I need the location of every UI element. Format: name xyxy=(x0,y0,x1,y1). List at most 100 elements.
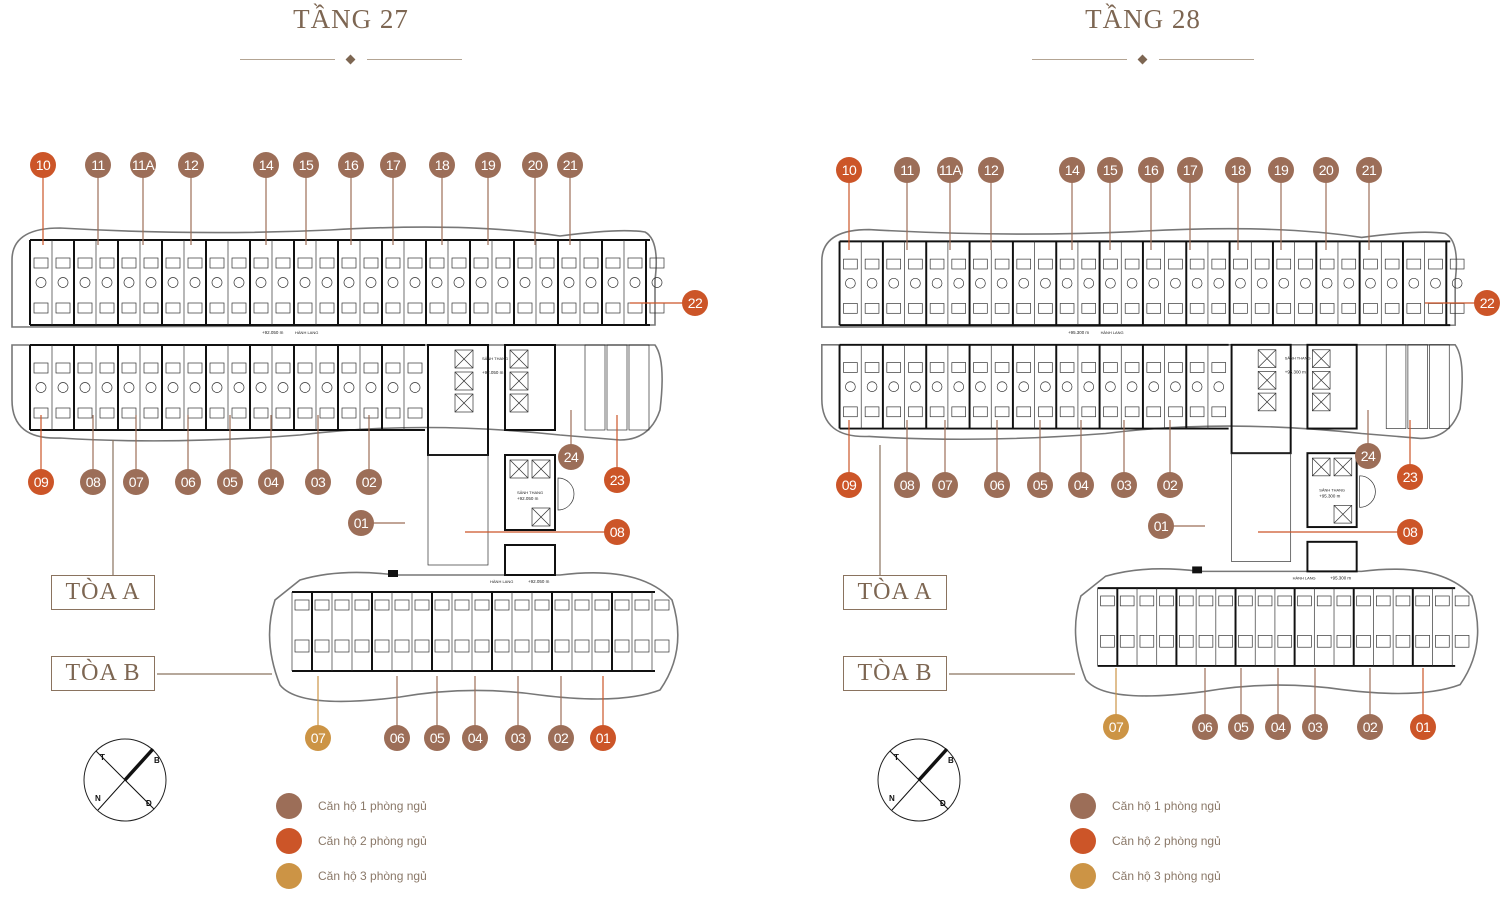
unit-marker-01[interactable]: 01 xyxy=(348,510,374,536)
unit-marker-17[interactable]: 17 xyxy=(380,152,406,178)
unit-marker-01[interactable]: 01 xyxy=(590,725,616,751)
compass-south-label: N xyxy=(95,794,101,803)
unit-marker-22[interactable]: 22 xyxy=(682,290,708,316)
unit-marker-19[interactable]: 19 xyxy=(475,152,501,178)
unit-marker-03[interactable]: 03 xyxy=(505,725,531,751)
unit-marker-23[interactable]: 23 xyxy=(1397,464,1423,490)
tower-a-north-wing xyxy=(11,226,658,328)
elevation-label-north: +95.300 m xyxy=(1068,330,1089,335)
unit-marker-02[interactable]: 02 xyxy=(548,725,574,751)
legend-item: Căn hộ 2 phòng ngủ xyxy=(1070,828,1221,854)
unit-marker-08[interactable]: 08 xyxy=(80,469,106,495)
unit-marker-09[interactable]: 09 xyxy=(836,472,862,498)
legend-item: Căn hộ 1 phòng ngủ xyxy=(276,793,427,819)
legend-label: Căn hộ 3 phòng ngủ xyxy=(318,869,427,883)
legend-swatch xyxy=(276,863,302,889)
unit-marker-11A[interactable]: 11A xyxy=(130,152,156,178)
unit-marker-14[interactable]: 14 xyxy=(253,152,279,178)
corridor-label-north: HÀNH LANG xyxy=(295,330,318,335)
legend-label: Căn hộ 2 phòng ngủ xyxy=(1112,834,1221,848)
unit-marker-09[interactable]: 09 xyxy=(28,469,54,495)
unit-marker-02[interactable]: 02 xyxy=(356,469,382,495)
compass-icon xyxy=(877,738,961,822)
divider xyxy=(1032,59,1127,60)
corridor-label-south: HÀNH LANG xyxy=(1293,575,1316,580)
legend-swatch xyxy=(1070,863,1096,889)
unit-marker-03[interactable]: 03 xyxy=(305,469,331,495)
unit-marker-08[interactable]: 08 xyxy=(604,519,630,545)
unit-marker-15[interactable]: 15 xyxy=(293,152,319,178)
unit-marker-21[interactable]: 21 xyxy=(1356,157,1382,183)
unit-marker-04[interactable]: 04 xyxy=(258,469,284,495)
corridor-label-south: HÀNH LANG xyxy=(490,579,513,584)
unit-marker-17[interactable]: 17 xyxy=(1177,157,1203,183)
unit-marker-05[interactable]: 05 xyxy=(424,725,450,751)
unit-marker-12[interactable]: 12 xyxy=(178,152,204,178)
unit-marker-10[interactable]: 10 xyxy=(836,157,862,183)
unit-marker-06[interactable]: 06 xyxy=(384,725,410,751)
unit-marker-20[interactable]: 20 xyxy=(522,152,548,178)
unit-marker-19[interactable]: 19 xyxy=(1268,157,1294,183)
unit-marker-07[interactable]: 07 xyxy=(1103,714,1129,740)
unit-marker-14[interactable]: 14 xyxy=(1059,157,1085,183)
legend-label: Căn hộ 1 phòng ngủ xyxy=(318,799,427,813)
unit-marker-20[interactable]: 20 xyxy=(1313,157,1339,183)
lobby-label-1: SẢNH THANG xyxy=(1285,356,1311,361)
unit-marker-15[interactable]: 15 xyxy=(1097,157,1123,183)
unit-marker-01[interactable]: 01 xyxy=(1410,714,1436,740)
unit-marker-05[interactable]: 05 xyxy=(217,469,243,495)
unit-marker-07[interactable]: 07 xyxy=(932,472,958,498)
compass-icon xyxy=(83,738,167,822)
compass-south-label: N xyxy=(889,794,895,803)
unit-marker-11[interactable]: 11 xyxy=(894,157,920,183)
elevation-label-lobby: +92.050 m xyxy=(482,370,504,375)
unit-marker-11[interactable]: 11 xyxy=(85,152,111,178)
tower-a-north-wing xyxy=(821,227,1458,328)
unit-marker-05[interactable]: 05 xyxy=(1027,472,1053,498)
legend-swatch xyxy=(276,793,302,819)
unit-marker-02[interactable]: 02 xyxy=(1357,714,1383,740)
unit-marker-22[interactable]: 22 xyxy=(1474,290,1500,316)
unit-marker-16[interactable]: 16 xyxy=(338,152,364,178)
unit-marker-21[interactable]: 21 xyxy=(557,152,583,178)
tower-b-outline xyxy=(1074,568,1479,697)
unit-marker-06[interactable]: 06 xyxy=(175,469,201,495)
unit-marker-24[interactable]: 24 xyxy=(558,444,584,470)
unit-marker-12[interactable]: 12 xyxy=(978,157,1004,183)
unit-marker-05[interactable]: 05 xyxy=(1228,714,1254,740)
unit-marker-10[interactable]: 10 xyxy=(30,152,56,178)
unit-marker-04[interactable]: 04 xyxy=(1265,714,1291,740)
unit-marker-01[interactable]: 01 xyxy=(1148,513,1174,539)
corridor-label-north: HÀNH LANG xyxy=(1101,330,1124,335)
unit-marker-23[interactable]: 23 xyxy=(604,467,630,493)
unit-marker-08[interactable]: 08 xyxy=(1397,519,1423,545)
unit-marker-07[interactable]: 07 xyxy=(305,725,331,751)
unit-marker-07[interactable]: 07 xyxy=(123,469,149,495)
legend-label: Căn hộ 1 phòng ngủ xyxy=(1112,799,1221,813)
unit-marker-11A[interactable]: 11A xyxy=(937,157,963,183)
unit-marker-24[interactable]: 24 xyxy=(1355,443,1381,469)
unit-marker-08[interactable]: 08 xyxy=(894,472,920,498)
tower-a-label-27: TÒA A xyxy=(51,575,155,610)
elevation-label-south: +95.300 m xyxy=(1330,575,1351,580)
unit-marker-06[interactable]: 06 xyxy=(1192,714,1218,740)
tower-a-south-wing xyxy=(11,344,663,442)
compass-north-label: B xyxy=(154,756,160,765)
tower-a-label-28: TÒA A xyxy=(843,575,947,610)
unit-marker-02[interactable]: 02 xyxy=(1157,472,1183,498)
unit-marker-18[interactable]: 18 xyxy=(429,152,455,178)
unit-marker-16[interactable]: 16 xyxy=(1138,157,1164,183)
unit-marker-04[interactable]: 04 xyxy=(462,725,488,751)
unit-marker-18[interactable]: 18 xyxy=(1225,157,1251,183)
legend-item: Căn hộ 3 phòng ngủ xyxy=(276,863,427,889)
legend-item: Căn hộ 2 phòng ngủ xyxy=(276,828,427,854)
unit-marker-04[interactable]: 04 xyxy=(1068,472,1094,498)
unit-marker-06[interactable]: 06 xyxy=(984,472,1010,498)
unit-marker-03[interactable]: 03 xyxy=(1302,714,1328,740)
divider xyxy=(240,59,335,60)
unit-marker-03[interactable]: 03 xyxy=(1111,472,1137,498)
elevation-label-lobby-2: +92.050 m xyxy=(517,496,539,501)
compass-west-label: T xyxy=(100,753,105,762)
